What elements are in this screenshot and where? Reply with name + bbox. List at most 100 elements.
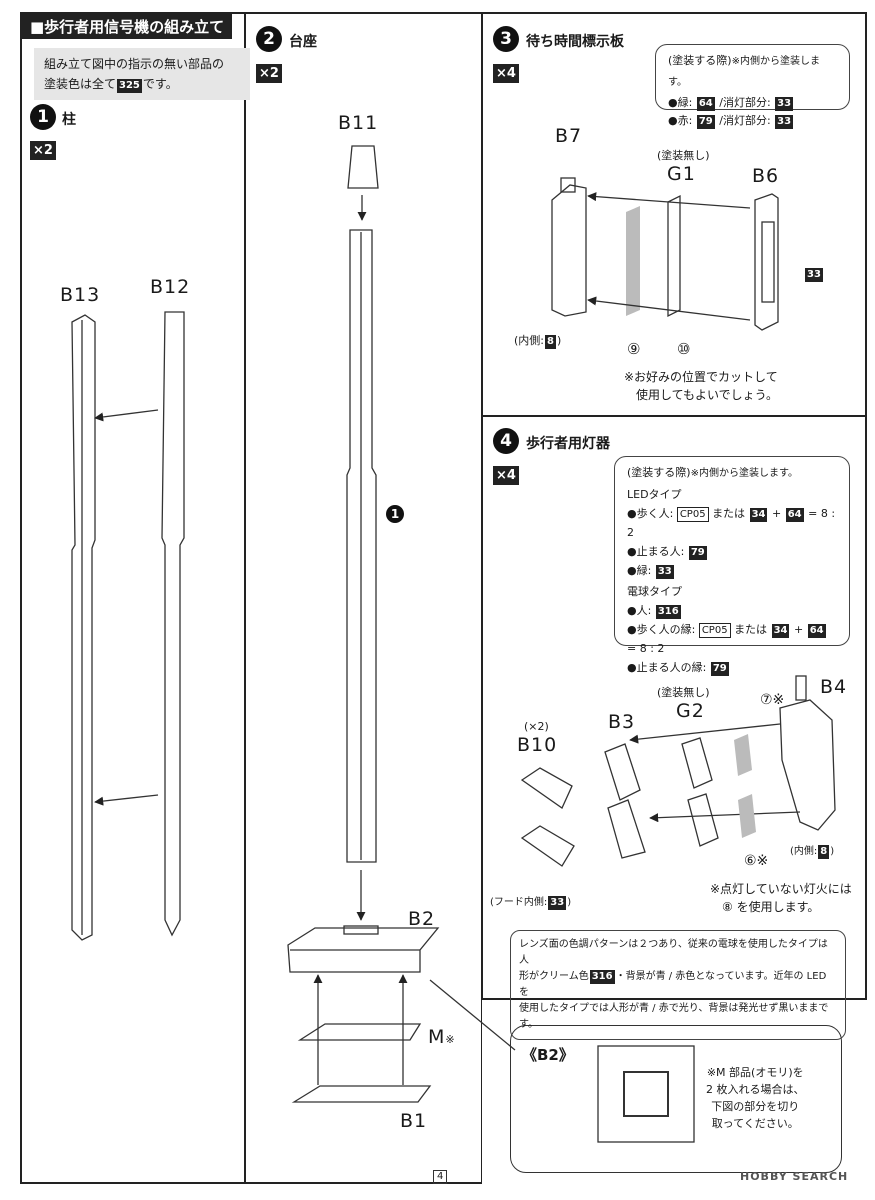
step3-inner-label: (内側:8)	[514, 332, 561, 349]
sticker-sheet	[626, 206, 640, 316]
step3-paint-box: (塗装する際)※内側から塗装します。 ●緑: 64 /消灯部分: 33 ●赤: …	[655, 44, 850, 129]
step4-paint-box: (塗装する際)※内側から塗装します。 LEDタイプ ●歩く人: CP05 または…	[614, 456, 850, 676]
part-label-g1: G1	[667, 163, 696, 185]
color-badge: 34	[771, 624, 790, 638]
step2-pole	[346, 229, 377, 863]
sticker-7-sheet	[734, 734, 752, 776]
inset-leader	[429, 979, 516, 1051]
color-badge: 79	[710, 662, 729, 676]
row-mid: /消灯部分:	[719, 114, 771, 127]
color-badge: 64	[785, 508, 804, 522]
b11-cap	[347, 145, 379, 189]
step2-multiplier: ×2	[256, 64, 282, 83]
b6-color-badge: 33	[804, 262, 824, 282]
bulb-row-stop-edge: ●止まる人の縁: 79	[627, 658, 837, 677]
row-label: ●止まる人:	[627, 545, 685, 558]
intro-line1: 組み立て図中の指示の無い部品の	[44, 57, 225, 71]
part-label-b10: B10	[517, 734, 558, 756]
row-label: ●歩く人:	[627, 507, 674, 520]
intro-post: です。	[142, 77, 178, 91]
color-badge: 64	[807, 624, 826, 638]
page-title: ■歩行者用信号機の組み立て	[22, 14, 233, 39]
color-badge: 316	[655, 605, 681, 619]
step2-number: 2	[256, 26, 282, 52]
inset-note: ※M 部品(オモリ)を 2 枚入れる場合は、 下図の部分を切り 取ってください。	[706, 1064, 805, 1132]
color-badge: 79	[696, 115, 715, 129]
part-label-b7: B7	[555, 125, 583, 147]
color-badge: 33	[548, 896, 567, 910]
lens-note-line1: レンズ面の色調パターンは２つあり、従来の電球を使用したタイプは人	[519, 939, 828, 966]
part-label-b2: B2	[408, 908, 436, 930]
part-label-m: M※	[428, 1026, 456, 1048]
sticker-9: ⑨	[627, 340, 641, 358]
b3-frame-top	[604, 743, 641, 801]
step3-paint-title-note: ※内側から塗装します。	[668, 56, 820, 88]
inset-cut-area	[623, 1071, 669, 1117]
led-row-stop: ●止まる人: 79	[627, 542, 837, 561]
hood-text: (フード内側:	[490, 897, 548, 908]
color-badge: 64	[696, 97, 715, 111]
sticker-6: ⑥※	[744, 853, 769, 869]
frame-left	[20, 12, 246, 1184]
plus-text: +	[793, 623, 804, 636]
led-title: LEDタイプ	[627, 488, 682, 501]
cut-note-line2: 使用してもよいでしょう。	[636, 388, 778, 402]
step2-ref-number: 1	[386, 505, 404, 523]
step4-multiplier: ×4	[493, 466, 519, 485]
bulb-row-person: ●人: 316	[627, 601, 837, 620]
step4-title: 歩行者用灯器	[526, 436, 610, 452]
row-label: ●止まる人の縁:	[627, 661, 707, 674]
b7-tab	[560, 177, 576, 193]
b3-frame-bottom	[607, 799, 646, 859]
lens-note: レンズ面の色調パターンは２つあり、従来の電球を使用したタイプは人 形がクリーム色…	[510, 930, 846, 1040]
page-number: 4	[433, 1170, 448, 1184]
b4-housing	[779, 699, 836, 831]
led-row-walk: ●歩く人: CP05 または 34 + 64 = 8 : 2	[627, 504, 837, 542]
bulb-row-walk-edge: ●歩く人の縁: CP05 または 34 + 64 = 8 : 2	[627, 620, 837, 658]
b10-hood-top	[520, 767, 573, 809]
step4-no-paint: (塗装無し)	[657, 686, 710, 699]
unlit-note: ※点灯していない灯火には ⑧ を使用します。	[710, 880, 852, 916]
step3-multiplier: ×4	[493, 64, 519, 83]
b7-panel	[551, 184, 587, 317]
inset-note-line3: 下図の部分を切り	[711, 1100, 800, 1113]
step1-title: 柱	[62, 112, 76, 128]
step4-number: 4	[493, 428, 519, 454]
led-row-edge: ●緑: 33	[627, 561, 837, 580]
color-badge: 79	[688, 546, 707, 560]
intro-line2: 塗装色は全て	[44, 77, 117, 91]
row-label: ●赤:	[668, 114, 693, 127]
inner-close: )	[830, 846, 835, 857]
g2-bottom	[687, 793, 719, 847]
inset-note-line4: 取ってください。	[711, 1117, 799, 1130]
step1-arrow-bottom	[94, 794, 159, 806]
step3-arrow-bottom	[587, 296, 751, 321]
m-note: ※	[445, 1033, 456, 1046]
frame-step4	[481, 415, 867, 1000]
inner-text: (内側:	[790, 846, 818, 857]
inset-note-line1: ※M 部品(オモリ)を	[706, 1066, 804, 1079]
hood-close: )	[567, 897, 572, 908]
b13-pole	[71, 314, 96, 941]
m-plate	[297, 1023, 422, 1041]
lens-l2-post: ・背景が青 / 赤色となっています。近年の LED を	[519, 971, 827, 998]
intro-color-badge: 325	[117, 79, 142, 93]
step3-paint-row-green: ●緑: 64 /消灯部分: 33	[668, 93, 837, 113]
b10-hood-bottom	[520, 825, 575, 867]
row-mid: /消灯部分:	[719, 96, 771, 109]
step4-arrow-top	[629, 723, 781, 744]
b12-pole	[161, 311, 185, 937]
color-badge: 34	[749, 508, 768, 522]
step4-arrow-bottom	[649, 811, 801, 823]
color-badge: 33	[805, 268, 823, 282]
part-label-b3: B3	[608, 711, 636, 733]
b1-plate	[291, 1085, 432, 1103]
row-label: ●緑:	[627, 564, 652, 577]
row-label: ●緑:	[668, 96, 693, 109]
b4-clip	[795, 675, 807, 701]
b2-socket	[343, 925, 379, 935]
color-outline-badge: CP05	[698, 623, 731, 638]
